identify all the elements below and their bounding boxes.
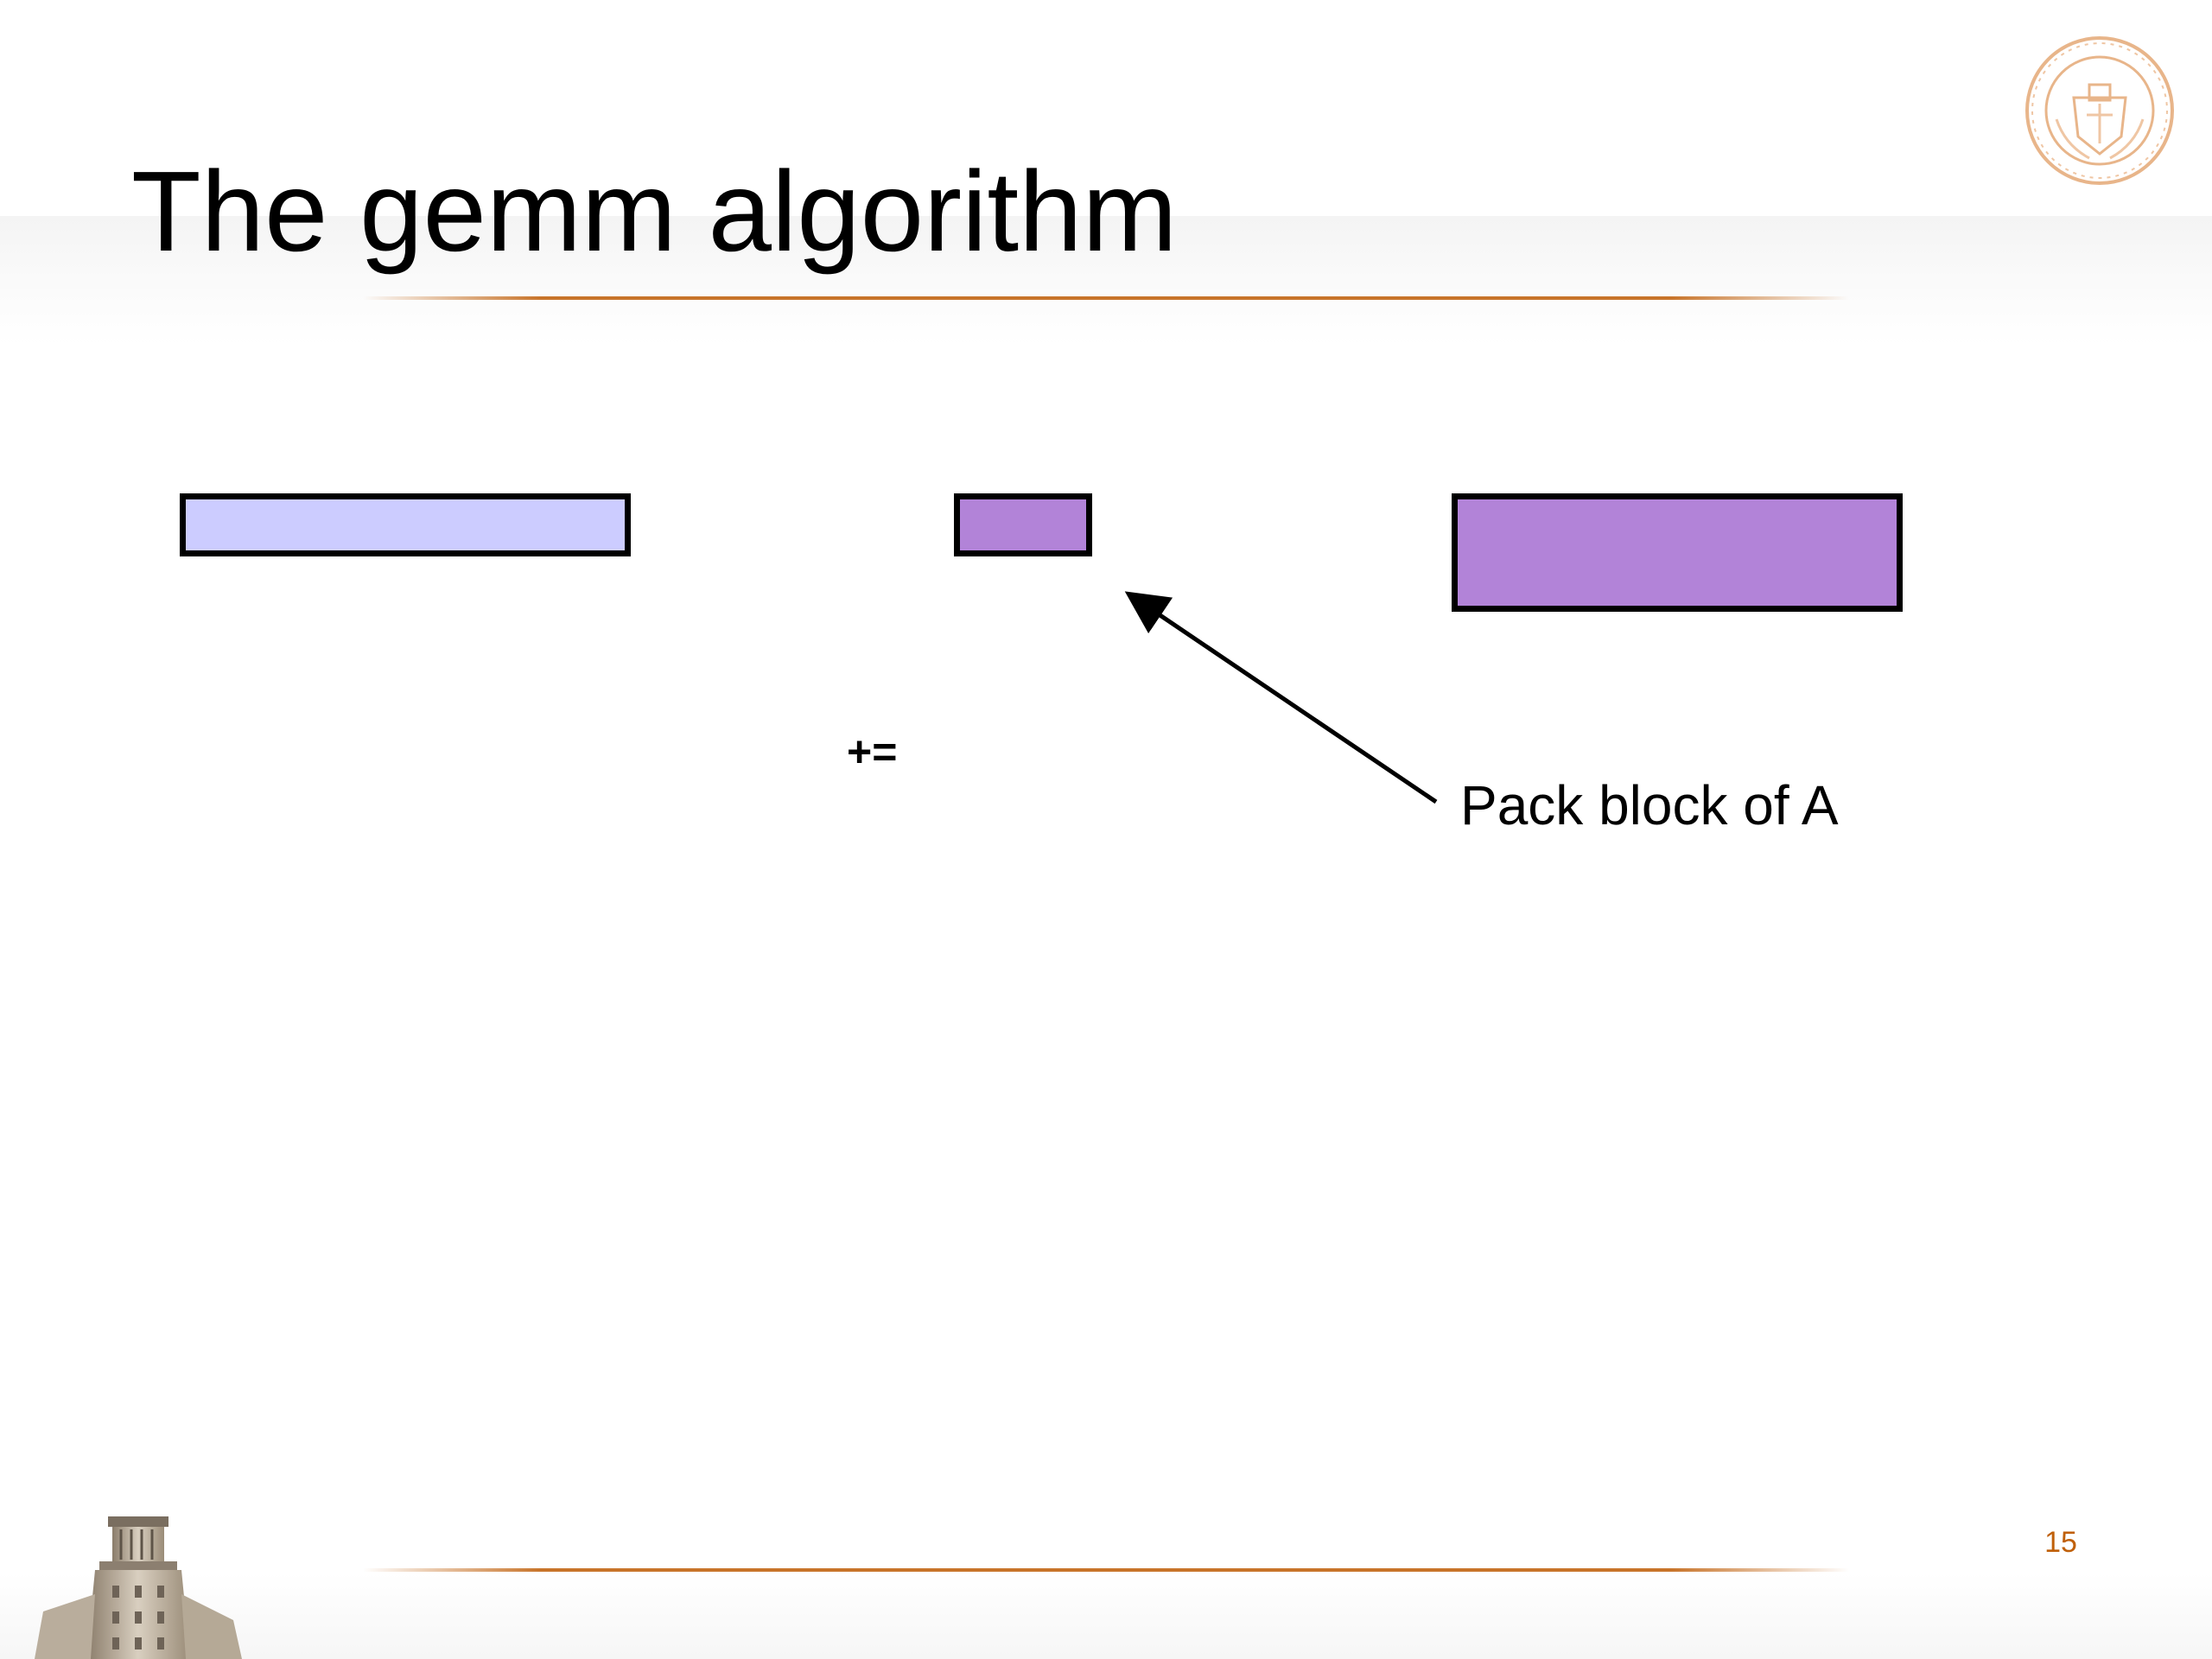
right-block: [1452, 493, 1903, 612]
left-block: [180, 493, 631, 556]
pack-block-label: Pack block of A: [1460, 774, 1839, 836]
tower-image: [35, 1516, 242, 1659]
title-underline: [363, 296, 1849, 300]
footer-band: [0, 1573, 2212, 1659]
page-number: 15: [2044, 1526, 2077, 1559]
header-band: [0, 216, 2212, 346]
middle-block: [954, 493, 1092, 556]
plus-equals-operator: +=: [847, 728, 898, 776]
footer-rule: [363, 1568, 1849, 1572]
slide-title: The gemm algorithm: [131, 148, 1178, 275]
university-seal-icon: [2025, 36, 2174, 185]
